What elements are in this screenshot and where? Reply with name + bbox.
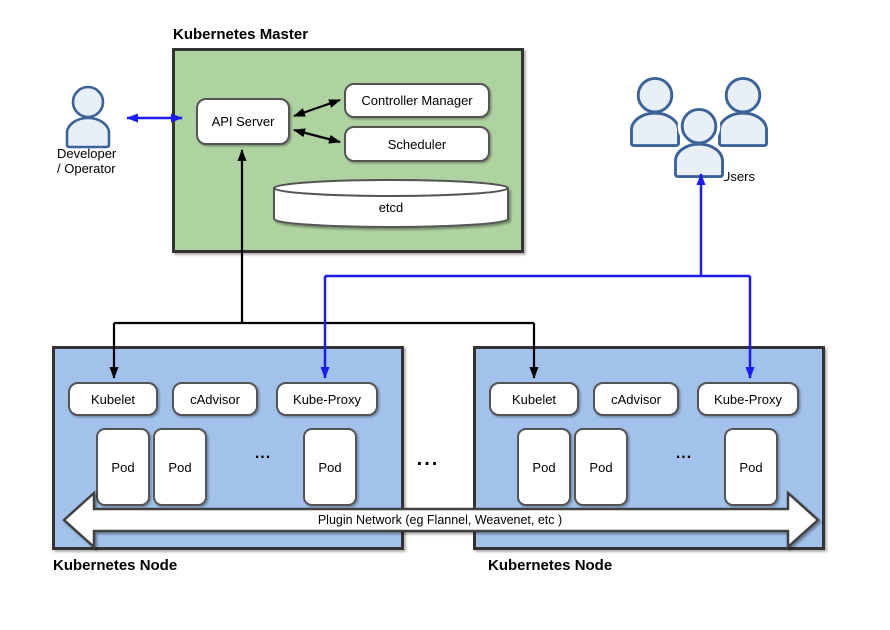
kubernetes-node-right: Kubelet cAdvisor Kube-Proxy Pod Pod ... …	[473, 346, 825, 550]
developer-label-line2: / Operator	[57, 161, 116, 176]
controller-manager-box: Controller Manager	[344, 83, 490, 118]
user-icon	[718, 76, 768, 148]
pod-box: Pod	[96, 428, 150, 506]
user-icon	[670, 104, 728, 182]
kubernetes-node-left: Kubelet cAdvisor Kube-Proxy Pod Pod ... …	[52, 346, 404, 550]
user-icon	[630, 76, 680, 148]
master-title: Kubernetes Master	[173, 26, 309, 43]
node-title-right: Kubernetes Node	[488, 557, 613, 574]
users-label: Users	[721, 169, 755, 184]
kubelet-box: Kubelet	[489, 382, 579, 416]
kube-proxy-box: Kube-Proxy	[697, 382, 799, 416]
pod-box: Pod	[724, 428, 778, 506]
kubelet-box: Kubelet	[68, 382, 158, 416]
pod-box: Pod	[517, 428, 571, 506]
between-nodes-ellipsis: ...	[416, 448, 440, 470]
scheduler-box: Scheduler	[344, 126, 490, 162]
cadvisor-box: cAdvisor	[593, 382, 679, 416]
pod-box: Pod	[153, 428, 207, 506]
developer-icon	[65, 85, 111, 149]
cadvisor-box: cAdvisor	[172, 382, 258, 416]
pod-box: Pod	[303, 428, 357, 506]
users-icon	[630, 76, 768, 182]
developer-label-line1: Developer	[57, 146, 117, 161]
pods-ellipsis: ...	[254, 445, 272, 462]
kube-proxy-box: Kube-Proxy	[276, 382, 378, 416]
node-title-left: Kubernetes Node	[53, 557, 178, 574]
developer-operator-label: Developer / Operator	[57, 146, 116, 176]
pod-box: Pod	[574, 428, 628, 506]
pods-ellipsis: ...	[675, 445, 693, 462]
api-server-box: API Server	[196, 98, 290, 145]
